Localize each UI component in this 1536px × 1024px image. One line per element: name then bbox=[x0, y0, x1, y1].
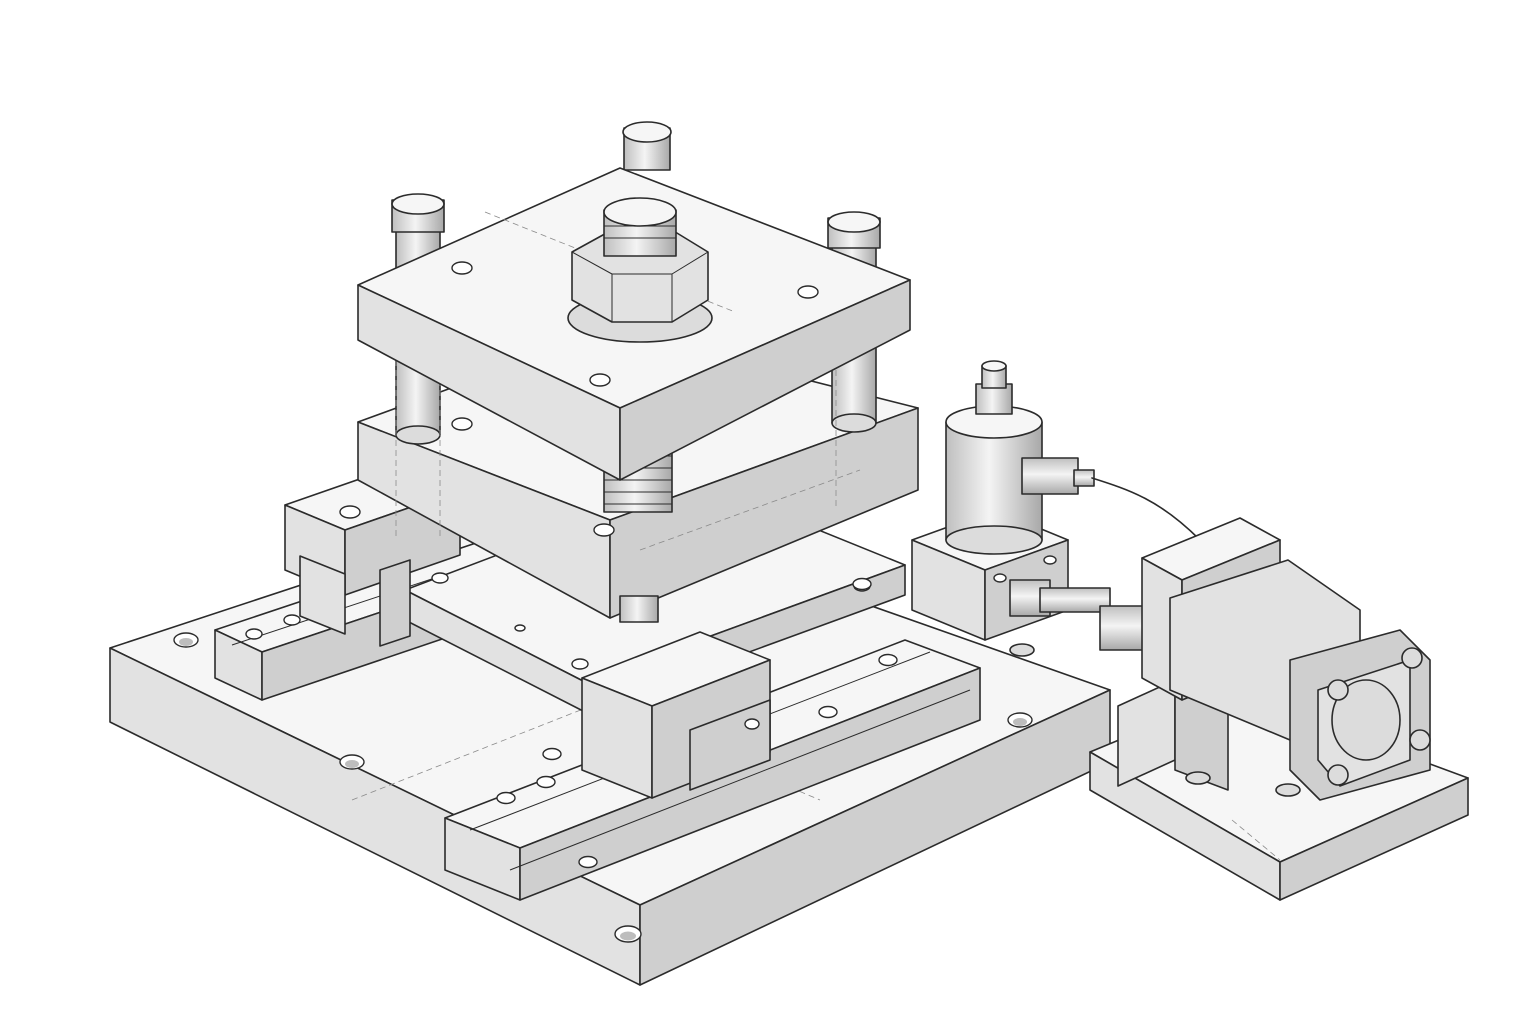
stepper-motor bbox=[1141, 517, 1431, 801]
coupling-shaft bbox=[1009, 579, 1145, 657]
sensor-connector bbox=[1021, 457, 1201, 541]
guide-pillar-back bbox=[622, 121, 672, 171]
hex-nut bbox=[567, 197, 713, 343]
motor-mount-base bbox=[1089, 669, 1469, 901]
motor-face-bolts bbox=[1327, 647, 1431, 786]
bearing-block-front bbox=[581, 631, 771, 799]
load-cell-sensor bbox=[945, 360, 1043, 555]
base-mount-holes bbox=[173, 632, 1033, 943]
rail-front-holes bbox=[496, 653, 898, 869]
